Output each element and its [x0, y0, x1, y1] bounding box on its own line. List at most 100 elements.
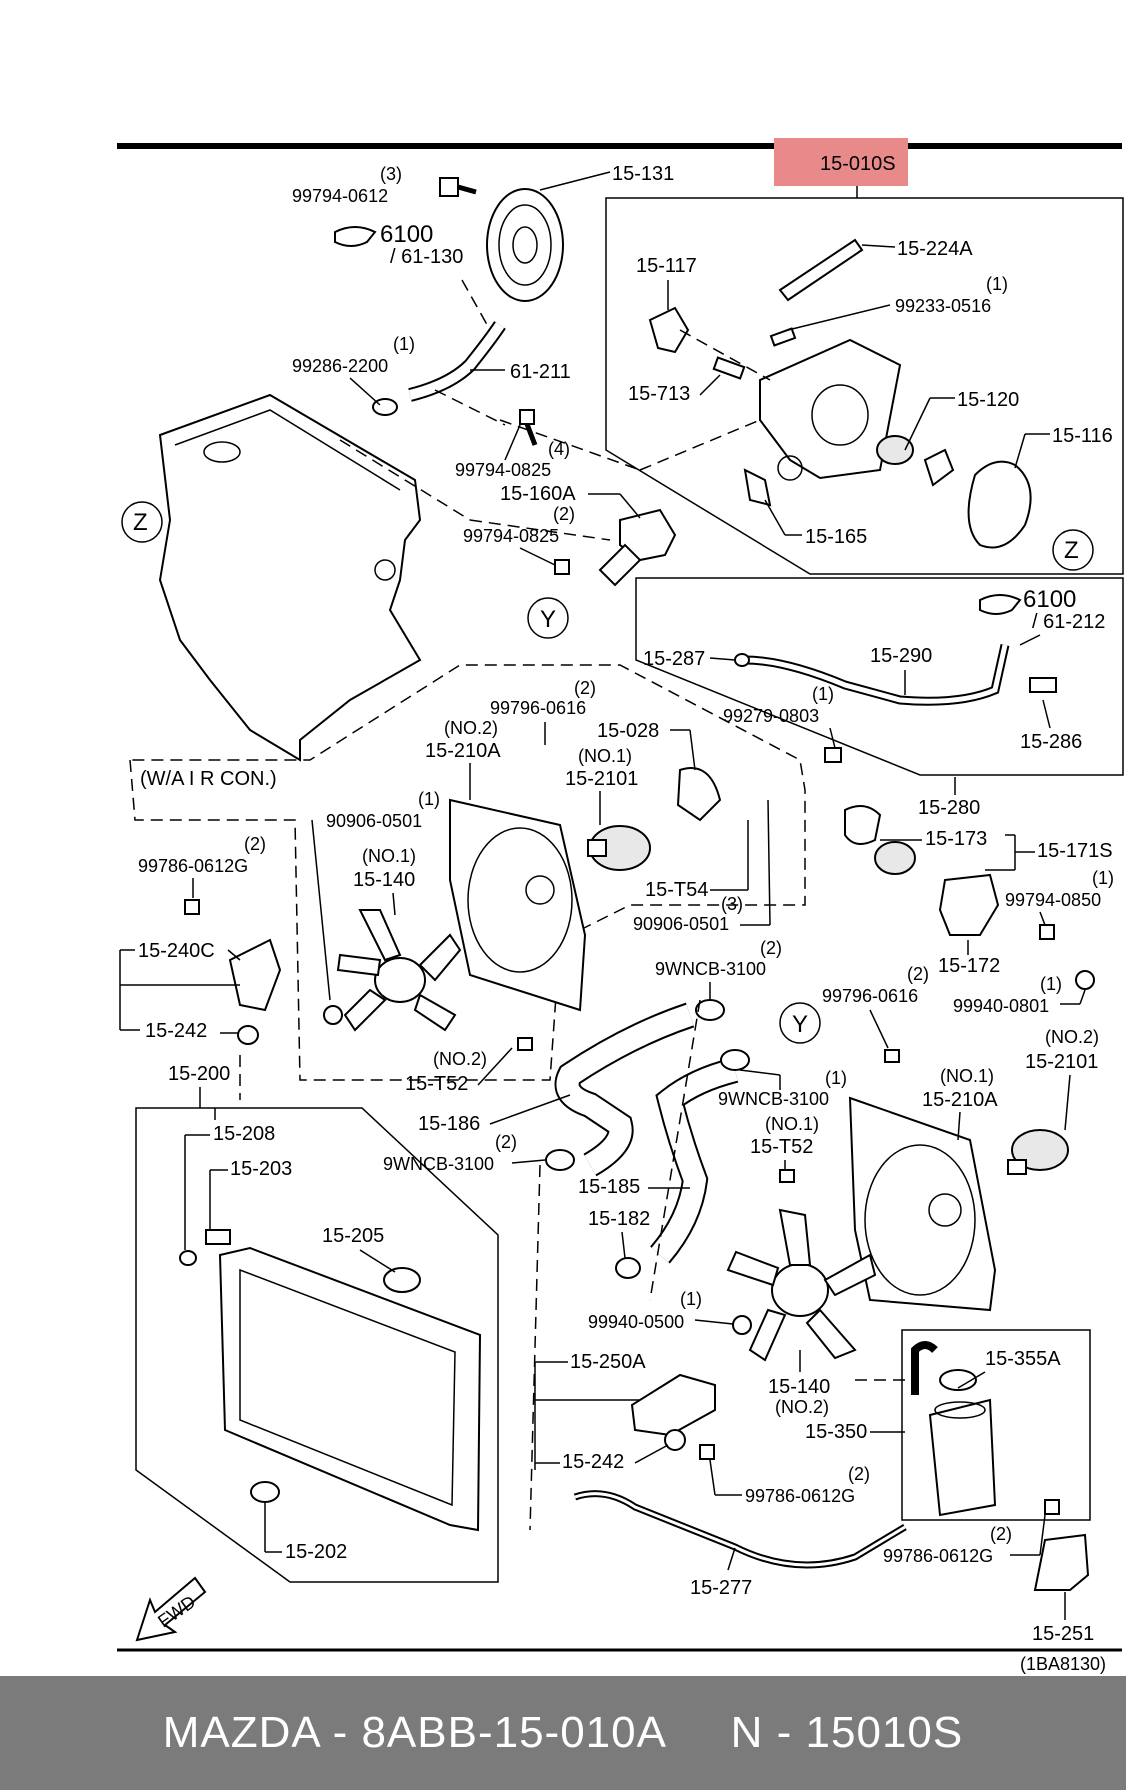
label-15-208[interactable]: 15-208: [213, 1123, 275, 1145]
bracket-15-250A-icon: [630, 1373, 716, 1437]
label-15-713[interactable]: 15-713: [628, 383, 690, 405]
label-99286-2200[interactable]: 99286-2200: [292, 356, 388, 376]
label-99233-0516[interactable]: 99233-0516: [895, 296, 991, 316]
label-15-182[interactable]: 15-182: [588, 1208, 650, 1230]
label-15-250A[interactable]: 15-250A: [570, 1351, 646, 1373]
svg-text:(NO.1): (NO.1): [362, 846, 416, 866]
svg-text:(1): (1): [680, 1289, 702, 1309]
label-15-286[interactable]: 15-286: [1020, 731, 1082, 753]
bracket-15-240C-icon: [228, 938, 282, 1012]
nut-0801-icon: [1075, 970, 1095, 990]
label-15-140-b[interactable]: 15-140: [768, 1376, 830, 1398]
label-99786-0612G-a[interactable]: 99786-0612G: [138, 856, 248, 876]
fan-motor-lower-icon: [1007, 1129, 1069, 1175]
fan-shroud-upper-icon: [449, 798, 587, 1012]
label-15-186[interactable]: 15-186: [418, 1113, 480, 1135]
overflow-hose-icon: [573, 1490, 907, 1569]
impeller-icon: [923, 448, 955, 487]
bolt-0850-icon: [1039, 924, 1055, 940]
label-99786-0612G-b[interactable]: 99786-0612G: [745, 1486, 855, 1506]
label-9WNCB-3100-c[interactable]: 9WNCB-3100: [383, 1154, 494, 1174]
label-15-2101-b[interactable]: 15-2101: [1025, 1051, 1098, 1073]
label-15-251[interactable]: 15-251: [1032, 1623, 1094, 1645]
label-15-355A[interactable]: 15-355A: [985, 1348, 1061, 1370]
label-15-205[interactable]: 15-205: [322, 1225, 384, 1247]
clamp-9wncb-b-icon: [720, 1049, 750, 1071]
label-15-242-b[interactable]: 15-242: [562, 1451, 624, 1473]
label-15-242-a[interactable]: 15-242: [145, 1020, 207, 1042]
pulley-icon: [486, 188, 564, 302]
label-15-131[interactable]: 15-131: [612, 163, 674, 185]
label-15-165[interactable]: 15-165: [805, 526, 867, 548]
reservoir-cap-hose-icon: [911, 1341, 977, 1395]
label-15-280[interactable]: 15-280: [918, 797, 980, 819]
label-15-173[interactable]: 15-173: [925, 828, 987, 850]
label-99796-0616-b[interactable]: 99796-0616: [822, 986, 918, 1006]
label-15-172[interactable]: 15-172: [938, 955, 1000, 977]
svg-text:(1): (1): [393, 334, 415, 354]
mount-15-202-icon: [250, 1481, 280, 1503]
label-99786-0612G-c[interactable]: 99786-0612G: [883, 1546, 993, 1566]
svg-text:(NO.2): (NO.2): [1045, 1027, 1099, 1047]
label-15-T52-b[interactable]: 15-T52: [750, 1136, 813, 1158]
label-90906-0501-a[interactable]: 90906-0501: [326, 811, 422, 831]
marker-z-left: [121, 501, 163, 543]
label-15-116[interactable]: 15-116: [1052, 425, 1113, 447]
label-15-203[interactable]: 15-203: [230, 1158, 292, 1180]
label-15-210A-b[interactable]: 15-210A: [922, 1089, 998, 1111]
label-15-160A[interactable]: 15-160A: [500, 483, 576, 505]
svg-text:(4): (4): [548, 439, 570, 459]
label-99794-0850[interactable]: 99794-0850: [1005, 890, 1101, 910]
label-99794-0825-a[interactable]: 99794-0825: [455, 460, 551, 480]
label-15-277[interactable]: 15-277: [690, 1577, 752, 1599]
label-99940-0500[interactable]: 99940-0500: [588, 1312, 684, 1332]
label-15-140-a[interactable]: 15-140: [353, 869, 415, 891]
bolt-99786a-icon: [184, 899, 200, 915]
svg-text:(2): (2): [907, 964, 929, 984]
fwd-arrow-icon: [135, 1576, 207, 1642]
label-15-290[interactable]: 15-290: [870, 645, 932, 667]
svg-text:(3): (3): [380, 164, 402, 184]
svg-text:(NO.1): (NO.1): [940, 1066, 994, 1086]
svg-text:(3): (3): [721, 894, 743, 914]
label-15-T52-a[interactable]: 15-T52: [405, 1073, 468, 1095]
label-15-010S[interactable]: 15-010S: [820, 153, 896, 175]
label-15-210A-a[interactable]: 15-210A: [425, 740, 501, 762]
label-99794-0612[interactable]: 99794-0612: [292, 186, 388, 206]
label-15-171S[interactable]: 15-171S: [1037, 840, 1113, 862]
label-99796-0616-a[interactable]: 99796-0616: [490, 698, 586, 718]
label-15-224A[interactable]: 15-224A: [897, 238, 973, 260]
label-9WNCB-3100-b[interactable]: 9WNCB-3100: [718, 1089, 829, 1109]
label-15-028[interactable]: 15-028: [597, 720, 659, 742]
label-61-211[interactable]: 61-211: [510, 361, 571, 383]
clamp-15-182-icon: [615, 1257, 641, 1279]
svg-text:(1): (1): [1092, 868, 1114, 888]
label-99940-0801[interactable]: 99940-0801: [953, 996, 1049, 1016]
svg-text:(1): (1): [418, 789, 440, 809]
label-99279-0803[interactable]: 99279-0803: [723, 706, 819, 726]
label-99794-0825-b[interactable]: 99794-0825: [463, 526, 559, 546]
ref-61-130: / 61-130: [390, 246, 463, 268]
svg-text:(NO.2): (NO.2): [444, 718, 498, 738]
label-15-117[interactable]: 15-117: [636, 255, 697, 277]
reservoir-group-frame: [901, 1329, 1091, 1521]
label-15-120[interactable]: 15-120: [957, 389, 1019, 411]
label-15-202[interactable]: 15-202: [285, 1541, 347, 1563]
wac-label: (W/A I R CON.): [140, 768, 277, 790]
reservoir-tank-icon: [928, 1398, 997, 1517]
label-15-2101-a[interactable]: 15-2101: [565, 768, 638, 790]
label-9WNCB-3100-a[interactable]: 9WNCB-3100: [655, 959, 766, 979]
label-15-200[interactable]: 15-200: [168, 1063, 230, 1085]
hose-group-frame: [635, 577, 1124, 776]
label-90906-0501-b[interactable]: 90906-0501: [633, 914, 729, 934]
seal-15-120-icon: [876, 435, 914, 465]
label-15-T54[interactable]: 15-T54: [645, 879, 708, 901]
label-15-240C[interactable]: 15-240C: [138, 940, 215, 962]
radiator-group-frame: [135, 1107, 499, 1583]
bolt-15-T52-upper-icon: [517, 1037, 533, 1051]
bolt-0825b-icon: [554, 559, 570, 575]
marker-y-bottom: [779, 1002, 821, 1044]
label-15-350[interactable]: 15-350: [805, 1421, 867, 1443]
label-15-185[interactable]: 15-185: [578, 1176, 640, 1198]
label-15-287[interactable]: 15-287: [643, 648, 705, 670]
